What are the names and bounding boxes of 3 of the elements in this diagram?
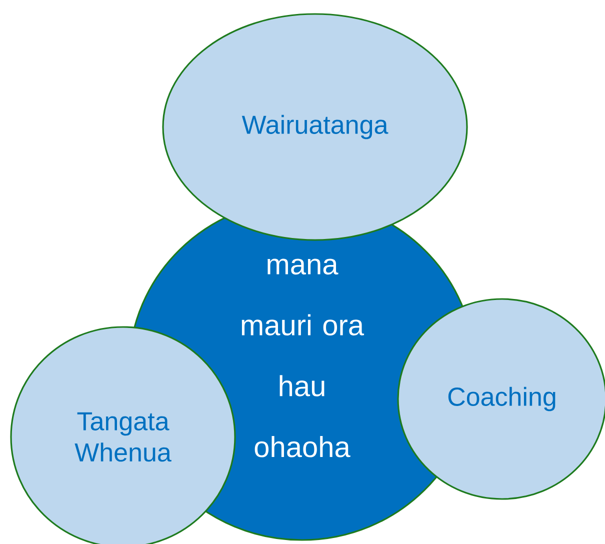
circle-node: Tangata Whenua xyxy=(10,326,236,544)
circle-node: Coaching xyxy=(397,298,605,500)
ellipse-node: Wairuatanga xyxy=(162,13,468,241)
